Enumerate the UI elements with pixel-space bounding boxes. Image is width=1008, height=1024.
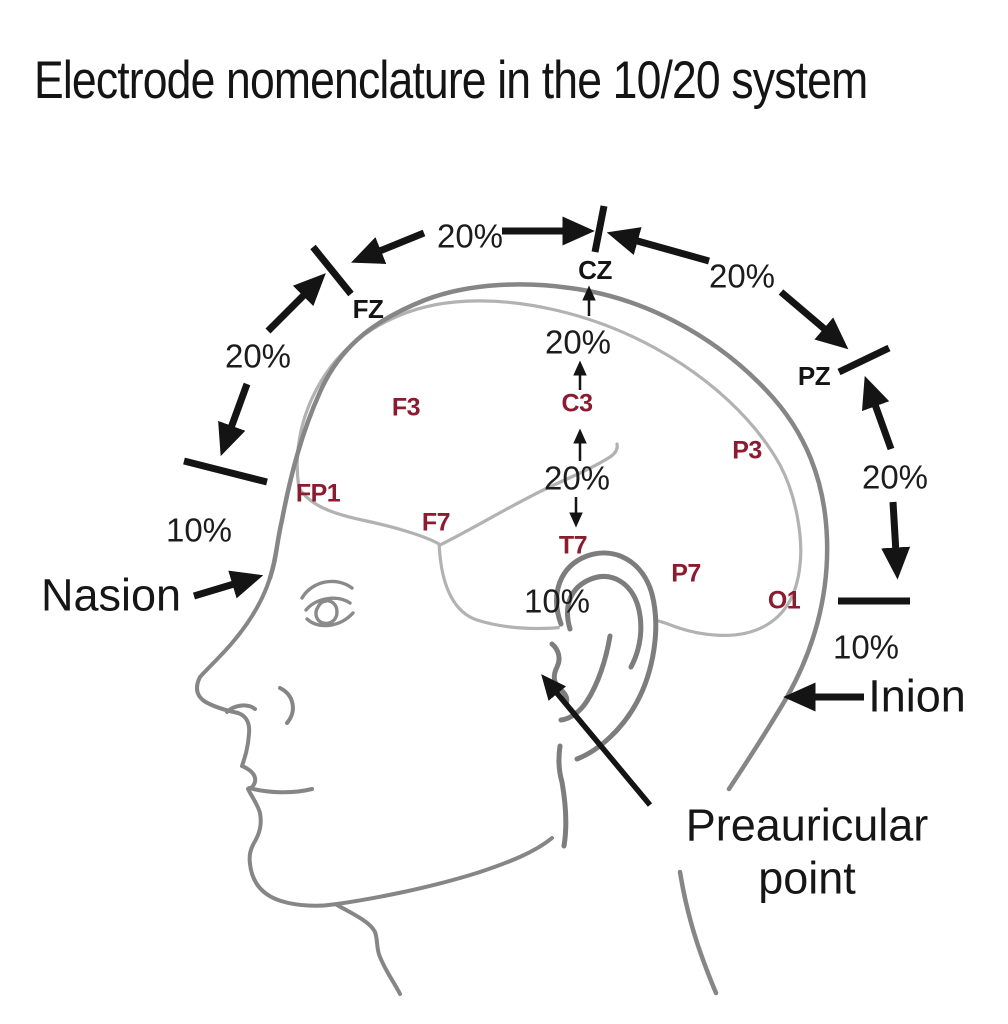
mouth-line: [247, 786, 314, 795]
percent-label-t7-ear: 10%: [523, 582, 591, 620]
electrode-label-pz: PZ: [797, 361, 831, 391]
arrow-20front-to-10tick-icon: [218, 382, 251, 457]
nasion-arrow-icon: [192, 570, 264, 600]
electrode-label-p7: P7: [671, 559, 701, 588]
arrow-20back-to-pz-icon: [778, 289, 849, 350]
electrode-label-o1: O1: [767, 586, 801, 615]
percent-label-cz-pz: 20%: [708, 257, 776, 295]
electrode-label-f3: F3: [391, 393, 421, 422]
neck-back-line: [677, 869, 719, 996]
measurement-marks: [183, 205, 911, 807]
nostril-wing-icon: [278, 686, 295, 725]
electrode-label-f7: F7: [421, 508, 451, 537]
percent-label-inion-10: 10%: [832, 628, 900, 666]
brain-outline: [295, 299, 803, 637]
tick-cz: [591, 205, 608, 253]
head-figure: [194, 282, 830, 996]
preauricular-label-line2: point: [758, 852, 856, 904]
arrow-down-to-10tick-icon: [881, 501, 911, 580]
arrow-20back-to-cz-icon: [606, 227, 710, 265]
preauricular-label-line1: Preauricular: [685, 799, 929, 851]
tick-pz: [837, 344, 891, 376]
electrode-label-cz: CZ: [578, 255, 612, 285]
arrow-up-to-pz-icon: [861, 375, 895, 451]
neck-front-line: [335, 903, 402, 996]
electrode-label-t7: T7: [558, 531, 588, 560]
electrode-label-p3: P3: [732, 436, 762, 465]
arrow-20-to-fz-icon: [351, 229, 426, 264]
tick-fz: [310, 244, 354, 297]
percent-label-fz-cz: 20%: [436, 217, 504, 255]
diagram-title: Electrode nomenclature in the 10/20 syst…: [34, 51, 868, 110]
percent-label-c3-t7: 20%: [543, 459, 611, 497]
nasion-label: Nasion: [40, 569, 182, 621]
percent-label-nasion-10: 10%: [165, 511, 233, 549]
eye-icon: [300, 579, 355, 628]
inion-label: Inion: [868, 670, 966, 722]
arrow-20front-to-fz-icon: [265, 273, 326, 334]
preauricular-arrow-icon: [541, 674, 653, 807]
electrode-label-fz: FZ: [352, 294, 384, 324]
nostril-icon: [225, 703, 257, 714]
sylvian-fissure-line: [438, 442, 619, 547]
electrode-label-c3: C3: [561, 389, 593, 418]
tick-10-front: [183, 457, 268, 486]
percent-label-forehead: 20%: [224, 337, 292, 375]
face-profile: [194, 576, 554, 908]
percent-label-cz-c3: 20%: [544, 323, 612, 361]
electrode-label-fp1: FP1: [295, 479, 341, 508]
skull-outline: [267, 282, 830, 792]
percent-label-back: 20%: [861, 458, 929, 496]
